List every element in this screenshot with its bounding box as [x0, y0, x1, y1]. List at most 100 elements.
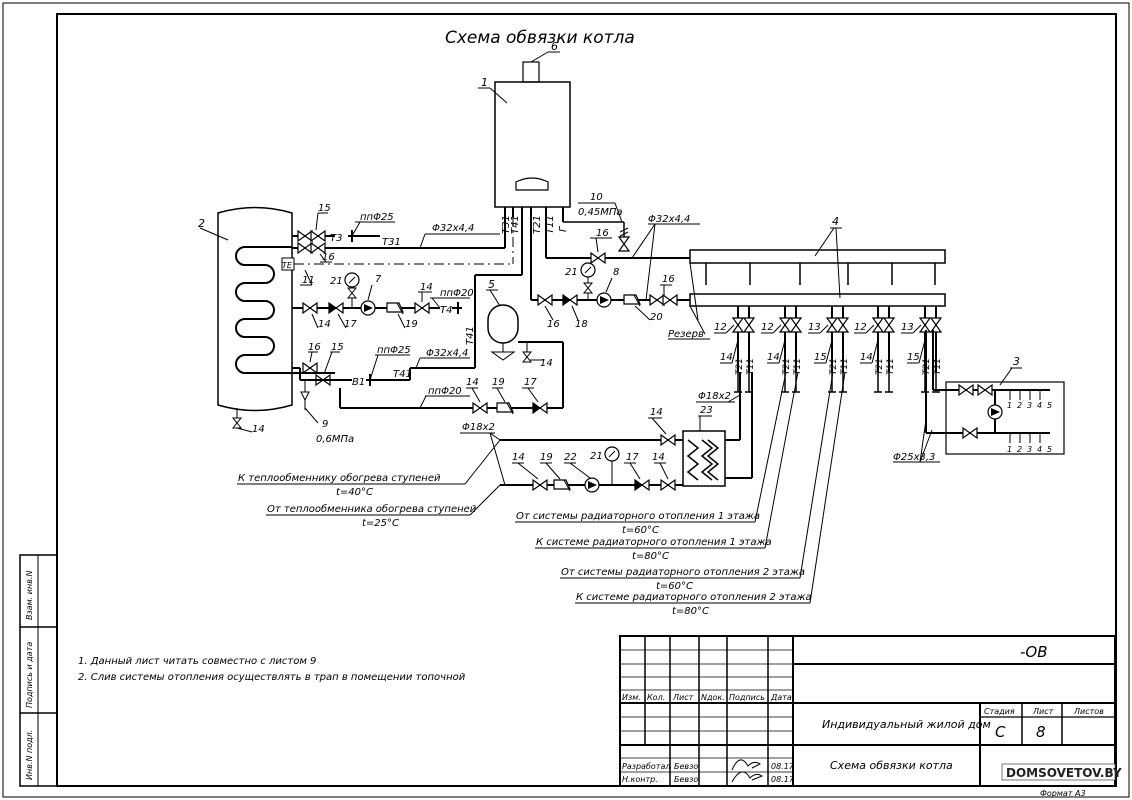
- stamp-header-list: Лист: [672, 693, 694, 702]
- pos-17a: 17: [344, 319, 357, 330]
- unit3-num-1b: 1: [1007, 445, 1012, 454]
- signature-2: [731, 771, 764, 783]
- pipe-d25: Φ25x3,3: [893, 452, 935, 463]
- pos-14g: 14: [252, 424, 265, 435]
- stamp-header-izm: Изм.: [622, 693, 641, 702]
- pos-21a: 21: [330, 276, 343, 287]
- hot-water-tank: 2 14: [198, 206, 293, 435]
- pipe-t4: Т4: [440, 305, 452, 316]
- callout-6-temp: t=80°C: [672, 606, 709, 617]
- pipe-p045: 0,45МПа: [578, 207, 623, 218]
- pipe-t41: Т41: [393, 369, 412, 380]
- watermark: DOMSOVETOV.BY: [1006, 766, 1122, 780]
- pipe-t41b: Т41: [465, 326, 476, 345]
- pipe-pp20-a: ппΦ20: [440, 288, 474, 299]
- unit3-num-2b: 2: [1017, 445, 1022, 454]
- manifold-valve-label: 13: [901, 322, 914, 333]
- stamp-code: -ОВ: [1020, 643, 1048, 661]
- stamp-project: Индивидуальный жилой дом: [822, 718, 991, 731]
- stamp-header-kol: Кол.: [647, 693, 665, 702]
- note-2: 2. Слив системы отопления осуществлять в…: [78, 672, 466, 683]
- manifold-drop-label: 15: [814, 352, 827, 363]
- manifold-valve-label: 12: [854, 322, 867, 333]
- manifold-tag-t21: Т21: [875, 358, 885, 375]
- callout-1-temp: t=40°C: [336, 487, 373, 498]
- pos-21b: 21: [565, 267, 578, 278]
- callout-5-temp: t=60°C: [656, 581, 693, 592]
- pos-16c: 16: [547, 319, 560, 330]
- manifold-drop-label: 14: [860, 352, 873, 363]
- pos-21c: 21: [590, 451, 603, 462]
- stamp-sheet: 8: [1036, 723, 1046, 741]
- unit3-num-4a: 4: [1037, 401, 1042, 410]
- boiler-outlet-t21: Т21: [532, 215, 543, 234]
- callout-2-text: От теплообменника обогрева ступеней: [267, 503, 477, 515]
- boiler-outlet-t31: Т31: [501, 215, 512, 234]
- pos-17c: 17: [626, 452, 639, 463]
- boiler-outlet-t41: Т41: [510, 215, 521, 234]
- stamp-control-label: Н.контр.: [622, 775, 658, 784]
- manifold-valve-label: 13: [808, 322, 821, 333]
- pos-14b: 14: [318, 319, 331, 330]
- pipe-pp25-a: ппΦ25: [360, 212, 394, 223]
- drawing-title: Схема обвязки котла: [445, 28, 635, 48]
- pos-15b: 15: [331, 342, 344, 353]
- side-label-inventory: Инв.N подл.: [25, 730, 34, 780]
- pos-17b: 17: [524, 377, 537, 388]
- pipe-d32-b: Φ32x4,4: [426, 348, 468, 359]
- pos-10: 10: [590, 192, 603, 203]
- pos-3: 3: [1013, 355, 1020, 368]
- stamp-developed-date: 08.17: [771, 762, 795, 771]
- pos-19a: 19: [405, 319, 418, 330]
- boiler-outlet-g: Г: [558, 225, 569, 232]
- manifold-tag-t11: Т11: [793, 358, 803, 375]
- pipe-d18-a: Φ18x2: [698, 391, 731, 402]
- pos-16e: 16: [596, 228, 609, 239]
- manifold-tag-t21: Т21: [782, 358, 792, 375]
- manifold-drop-label: 14: [767, 352, 780, 363]
- stamp-developed-label: Разработал: [622, 762, 670, 771]
- side-label-signature: Подпись и дата: [25, 642, 34, 708]
- title-block: -ОВ Изм. Кол. Лист Nдок. Подпись Дата Ин…: [619, 635, 1122, 798]
- pipe-d18-b: Φ18x2: [462, 422, 495, 433]
- manifold-tag-t11: Т11: [886, 358, 896, 375]
- pos-19c: 19: [540, 452, 553, 463]
- boiler-outlet-t11: Т11: [545, 215, 556, 234]
- dhw-piping: Т3 ппΦ25 Т31 Φ32x4,4 15 16 ТЕ 11 Т4 ппΦ2…: [281, 203, 563, 445]
- pos-20: 20: [650, 312, 663, 323]
- manifold-drop-label: 14: [720, 352, 733, 363]
- callouts: К теплообменнику обогрева ступеней t=40°…: [237, 371, 846, 617]
- stamp-sheet-label: Лист: [1032, 707, 1054, 716]
- heat-exchanger: 23 21 14 14 19 22 17 14 Φ18x2 Φ18x2: [460, 372, 753, 493]
- stamp-format: Формат А3: [1040, 789, 1086, 798]
- stamp-header-podpis: Подпись: [729, 693, 765, 702]
- pos-16a: 16: [322, 252, 335, 263]
- manifold-tag-t11: Т11: [840, 358, 850, 375]
- pipe-t3: Т3: [330, 233, 342, 244]
- side-strip: Взам. инв.N Подпись и дата Инв.N подл.: [19, 554, 58, 787]
- callout-3-temp: t=60°C: [622, 525, 659, 536]
- callout-5-text: От системы радиаторного отопления 2 этаж…: [561, 567, 805, 578]
- pipe-d32-a: Φ32x4,4: [432, 223, 474, 234]
- signature-1: [731, 759, 761, 771]
- pos-15a: 15: [318, 203, 331, 214]
- callout-4-temp: t=80°C: [632, 551, 669, 562]
- pipe-b1: В1: [352, 377, 365, 388]
- unit3-num-3a: 3: [1027, 401, 1032, 410]
- pos-5: 5: [488, 278, 495, 291]
- pos-18: 18: [575, 319, 588, 330]
- callout-4-text: К системе радиаторного отопления 1 этажа: [536, 537, 772, 548]
- pos-14e: 14: [650, 407, 663, 418]
- unit3-num-5b: 5: [1047, 445, 1052, 454]
- pos-16b: 16: [308, 342, 321, 353]
- pos-4: 4: [832, 215, 839, 228]
- stamp-sheets-label: Листов: [1073, 707, 1104, 716]
- pos-14f: 14: [512, 452, 525, 463]
- callout-1-text: К теплообменнику обогрева ступеней: [238, 472, 441, 484]
- manifold-drop-label: 15: [907, 352, 920, 363]
- unit3-num-5a: 5: [1047, 401, 1052, 410]
